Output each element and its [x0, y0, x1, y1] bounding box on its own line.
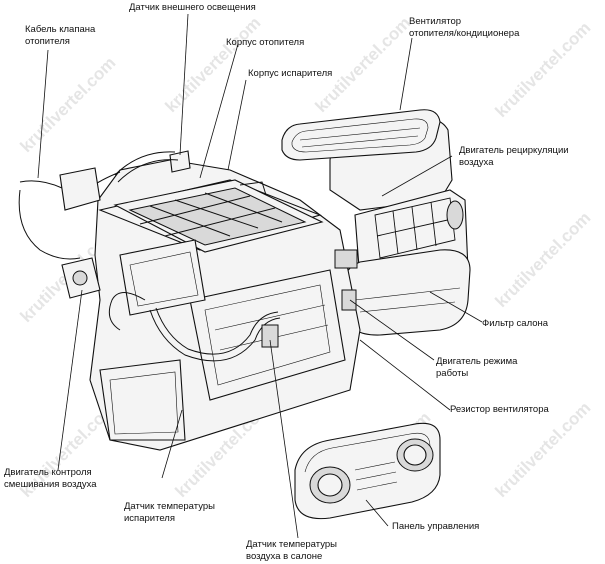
label-line: Двигатель режима: [436, 356, 518, 367]
label-cabin-temp-sensor: Датчик температуры воздуха в салоне: [246, 539, 337, 563]
label-line: воздуха в салоне: [246, 551, 323, 562]
label-line: Панель управления: [392, 521, 480, 532]
label-heater-valve-cable: Кабель клапана отопителя: [25, 24, 95, 48]
leader-lines: [37, 13, 483, 539]
label-line: отопителя: [25, 36, 70, 47]
label-control-panel: Панель управления: [392, 521, 479, 533]
label-ambient-light-sensor: Датчик внешнего освещения: [129, 2, 256, 14]
label-line: работы: [436, 368, 469, 379]
label-line: Кабель клапана: [25, 24, 96, 35]
label-line: Двигатель контроля: [4, 467, 92, 478]
label-line: смешивания воздуха: [4, 479, 97, 490]
label-line: Резистор вентилятора: [450, 404, 549, 415]
label-line: испарителя: [124, 513, 175, 524]
label-line: Датчик внешнего освещения: [129, 2, 256, 13]
label-evaporator-temp-sensor: Датчик температуры испарителя: [124, 501, 215, 525]
label-line: отопителя/кондиционера: [409, 28, 520, 39]
label-recirculation-motor: Двигатель рециркуляции воздуха: [459, 145, 569, 169]
label-heater-housing: Корпус отопителя: [226, 37, 304, 49]
label-line: воздуха: [459, 157, 494, 168]
label-line: Двигатель рециркуляции: [459, 145, 569, 156]
main-housing: [18, 150, 361, 451]
label-line: Корпус отопителя: [226, 37, 305, 48]
label-blower-resistor: Резистор вентилятора: [450, 404, 549, 416]
label-cabin-filter: Фильтр салона: [482, 318, 548, 330]
label-line: Датчик температуры: [124, 501, 215, 512]
label-air-mix-motor: Двигатель контроля смешивания воздуха: [4, 467, 97, 491]
label-line: Корпус испарителя: [248, 68, 333, 79]
label-line: Датчик температуры: [246, 539, 337, 550]
label-line: Вентилятор: [409, 16, 462, 27]
label-mode-motor: Двигатель режима работы: [436, 356, 517, 380]
control-panel-drawing: [294, 422, 441, 520]
blower-unit: [281, 109, 471, 336]
label-line: Фильтр салона: [482, 318, 549, 329]
label-blower: Вентилятор отопителя/кондиционера: [409, 16, 519, 40]
label-evaporator-housing: Корпус испарителя: [248, 68, 332, 80]
